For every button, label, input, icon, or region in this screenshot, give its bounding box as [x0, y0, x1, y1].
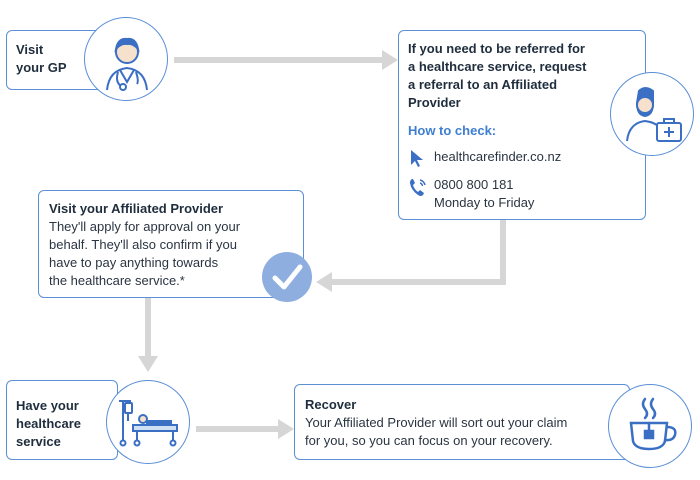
phone-icon [408, 176, 434, 212]
how-to-check-label: How to check: [408, 123, 497, 138]
phone-number[interactable]: 0800 800 181 [434, 177, 514, 192]
step-referral-title: If you need to be referred for a healthc… [408, 41, 587, 110]
website-link[interactable]: healthcarefinder.co.nz [434, 149, 562, 164]
step-recover-title: Recover [305, 397, 357, 412]
step-provider-title: Visit your Affiliated Provider [49, 201, 224, 216]
step-visit-gp-title: Visit your GP [16, 42, 67, 75]
step-referral-box: If you need to be referred for a healthc… [398, 30, 646, 220]
step-recover-box: Recover Your Affiliated Provider will so… [294, 384, 630, 460]
arrowhead-right-1 [382, 50, 398, 70]
step-provider-body: They'll apply for approval on your behal… [49, 219, 241, 288]
arrowhead-right-2 [278, 419, 294, 439]
step-service-box: Have your healthcare service [6, 380, 118, 460]
arrowhead-down [138, 356, 158, 372]
website-row: healthcarefinder.co.nz [408, 148, 561, 173]
doctor-icon [84, 17, 168, 101]
tea-cup-icon [608, 384, 692, 468]
step-recover-body: Your Affiliated Provider will sort out y… [305, 415, 568, 448]
cursor-pointer-icon [408, 148, 434, 173]
checkmark-icon [262, 252, 312, 302]
step-provider-box: Visit your Affiliated Provider They'll a… [38, 190, 304, 298]
phone-row: 0800 800 181 Monday to Friday [408, 176, 534, 212]
phone-hours: Monday to Friday [434, 195, 535, 210]
arrowhead-left [316, 272, 332, 292]
nurse-with-medical-bag-icon [610, 72, 694, 156]
step-service-title: Have your healthcare service [16, 398, 82, 449]
hospital-bed-icon [106, 380, 190, 464]
